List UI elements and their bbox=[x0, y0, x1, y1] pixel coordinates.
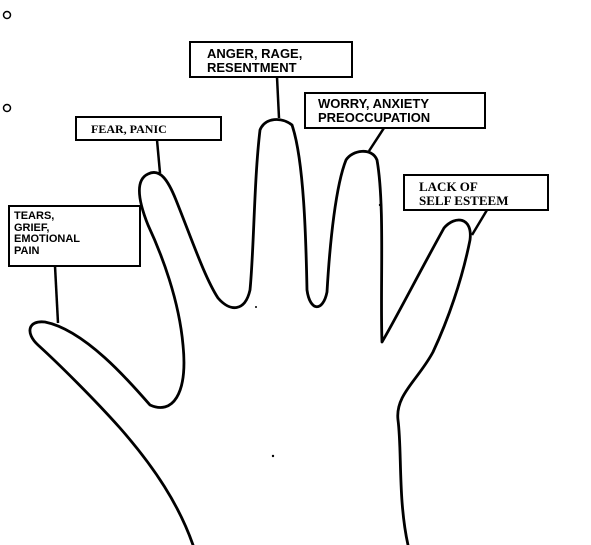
label-fear-panic: FEAR, PANIC bbox=[75, 116, 222, 141]
leader-line-tears bbox=[55, 266, 58, 323]
label-worry-anxiety: WORRY, ANXIETY PREOCCUPATION bbox=[304, 92, 486, 129]
speck bbox=[272, 455, 274, 457]
leader-line-worry bbox=[369, 128, 384, 151]
leader-line-lack bbox=[472, 210, 487, 235]
label-lack-self-esteem: LACK OF SELF ESTEEM bbox=[403, 174, 549, 211]
edge-mark-top bbox=[4, 12, 11, 19]
label-anger-rage: ANGER, RAGE, RESENTMENT bbox=[189, 41, 353, 78]
leader-line-fear bbox=[157, 140, 160, 173]
leader-line-anger bbox=[277, 77, 279, 118]
edge-mark-middle bbox=[4, 105, 11, 112]
label-tears-grief: TEARS, GRIEF, EMOTIONAL PAIN bbox=[8, 205, 141, 267]
speck bbox=[379, 204, 381, 206]
speck bbox=[255, 306, 257, 308]
